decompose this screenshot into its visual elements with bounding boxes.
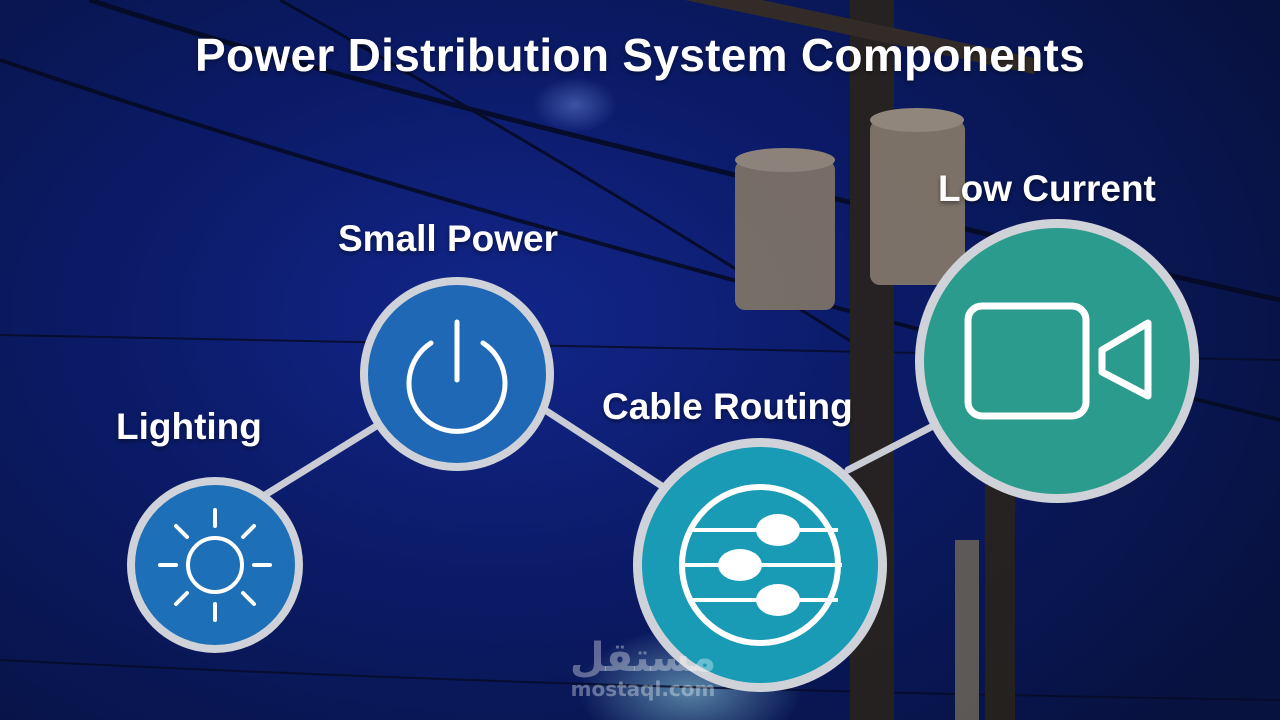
lighting-node[interactable] <box>127 477 303 653</box>
connector-lines <box>261 406 939 499</box>
connector-lighting-small-power <box>261 421 382 499</box>
lighting-label: Lighting <box>116 406 262 447</box>
small-power-node[interactable] <box>360 277 554 471</box>
cable-routing-node[interactable] <box>633 438 887 692</box>
connector-cable-routing-low-current <box>844 421 939 474</box>
watermark: مستقل mostaql.com <box>558 638 728 700</box>
sun-icon <box>158 508 272 622</box>
page-title: Power Distribution System Components <box>194 29 1085 81</box>
video-camera-icon <box>964 302 1152 420</box>
cable-routing-label: Cable Routing <box>602 386 853 427</box>
low-current-circle <box>924 228 1190 494</box>
low-current-node[interactable] <box>915 219 1199 503</box>
cable-routing-icon <box>679 484 842 646</box>
watermark-logo: مستقل <box>569 635 717 681</box>
power-icon <box>406 319 508 434</box>
low-current-label: Low Current <box>938 168 1156 209</box>
watermark-url: mostaql.com <box>570 677 716 701</box>
connector-small-power-cable-routing <box>541 406 672 494</box>
small-power-label: Small Power <box>338 218 559 259</box>
